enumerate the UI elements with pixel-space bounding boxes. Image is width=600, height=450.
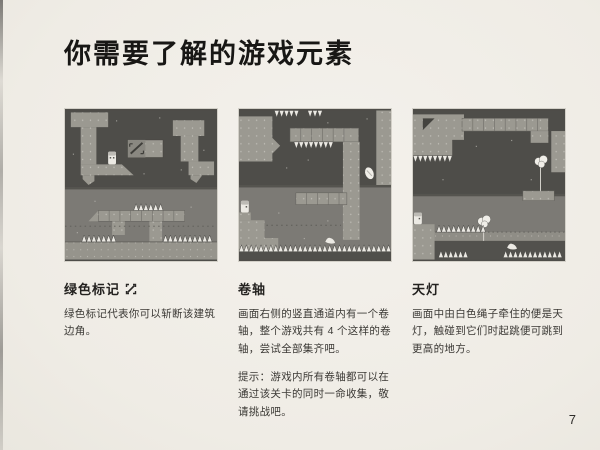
game-screenshot-scroll [238, 108, 392, 262]
upper-platform [289, 127, 359, 150]
bird-sprite [507, 243, 517, 250]
bottom-spikes-right [502, 249, 563, 259]
top-left-block-mass [413, 114, 464, 164]
left-lower-blocks [413, 224, 435, 260]
right-wall-blocks [376, 110, 391, 187]
player-character [240, 200, 249, 213]
scroll-item [364, 166, 375, 180]
floating-platform [295, 192, 348, 205]
lantern-anchor-platform [522, 190, 555, 201]
caption-tip-scroll: 提示：游戏内所有卷轴都可以在通过该关卡的同时一命收集，敬请挑战吧。 [238, 370, 390, 418]
left-pillar-blocks [70, 112, 134, 185]
caption-heading-lantern: 天灯 [412, 279, 566, 298]
ground-spikes-left [81, 234, 117, 243]
strip-spikes [436, 224, 486, 233]
caption-heading-text: 绿色标记 [64, 282, 121, 297]
ground-spikes-right [162, 234, 213, 243]
page-title: 你需要了解的游戏元素 [64, 39, 354, 69]
section-lantern: 天灯 画面中由白色绳子牵住的便是天灯，触碰到它们时起跳便可跳到更高的地方。 [412, 108, 566, 421]
caption-heading-marker: 绿色标记 [64, 279, 218, 298]
game-screenshot-marker [64, 108, 218, 262]
section-marker: 绿色标记 绿色标记代表你可以斩断该建筑边角。 [64, 108, 218, 421]
caption-body-lantern: 画面中由白色绳子牵住的便是天灯，触碰到它们时起跳便可跳到更高的地方。 [412, 308, 564, 355]
top-platform [461, 118, 565, 173]
ceiling-spikes [273, 109, 300, 119]
caption-body-scroll: 画面右侧的竖直通道内有一个卷轴，整个游戏共有 4 个这样的卷轴，尝试全部集齐吧。 [238, 308, 391, 355]
page-number: 7 [568, 412, 576, 427]
bird-sprite [325, 237, 336, 244]
section-scroll: 卷轴 画面右侧的竖直通道内有一个卷轴，整个游戏共有 4 个这样的卷轴，尝试全部集… [238, 108, 392, 421]
marker-block [127, 139, 164, 158]
dust-specks [72, 117, 205, 175]
mid-ground-strip [413, 232, 565, 241]
caption-heading-text: 卷轴 [238, 282, 267, 297]
game-screenshot-lantern [412, 108, 566, 262]
channel-wall-column [342, 141, 360, 240]
player-character [413, 212, 422, 225]
platform-under-spikes [293, 141, 334, 150]
bottom-spikes-left [438, 249, 469, 259]
corner-cut-marker-icon [125, 283, 137, 294]
player-character [108, 151, 116, 165]
right-step-blocks [172, 120, 215, 184]
scan-edge-shadow [0, 0, 3, 450]
sky-lantern-upper [534, 155, 548, 191]
bridge-spikes [133, 202, 164, 212]
caption-heading-scroll: 卷轴 [238, 279, 392, 298]
content-columns: 绿色标记 绿色标记代表你可以斩断该建筑边角。 [64, 108, 566, 421]
caption-heading-text: 天灯 [412, 282, 441, 297]
caption-body-marker: 绿色标记代表你可以斩断该建筑边角。 [64, 308, 216, 338]
left-block-mass [239, 116, 281, 162]
dark-notch [422, 118, 435, 131]
under-spikes [413, 154, 453, 164]
bottom-spike-row [239, 244, 391, 253]
left-lower-blocks [239, 220, 279, 260]
